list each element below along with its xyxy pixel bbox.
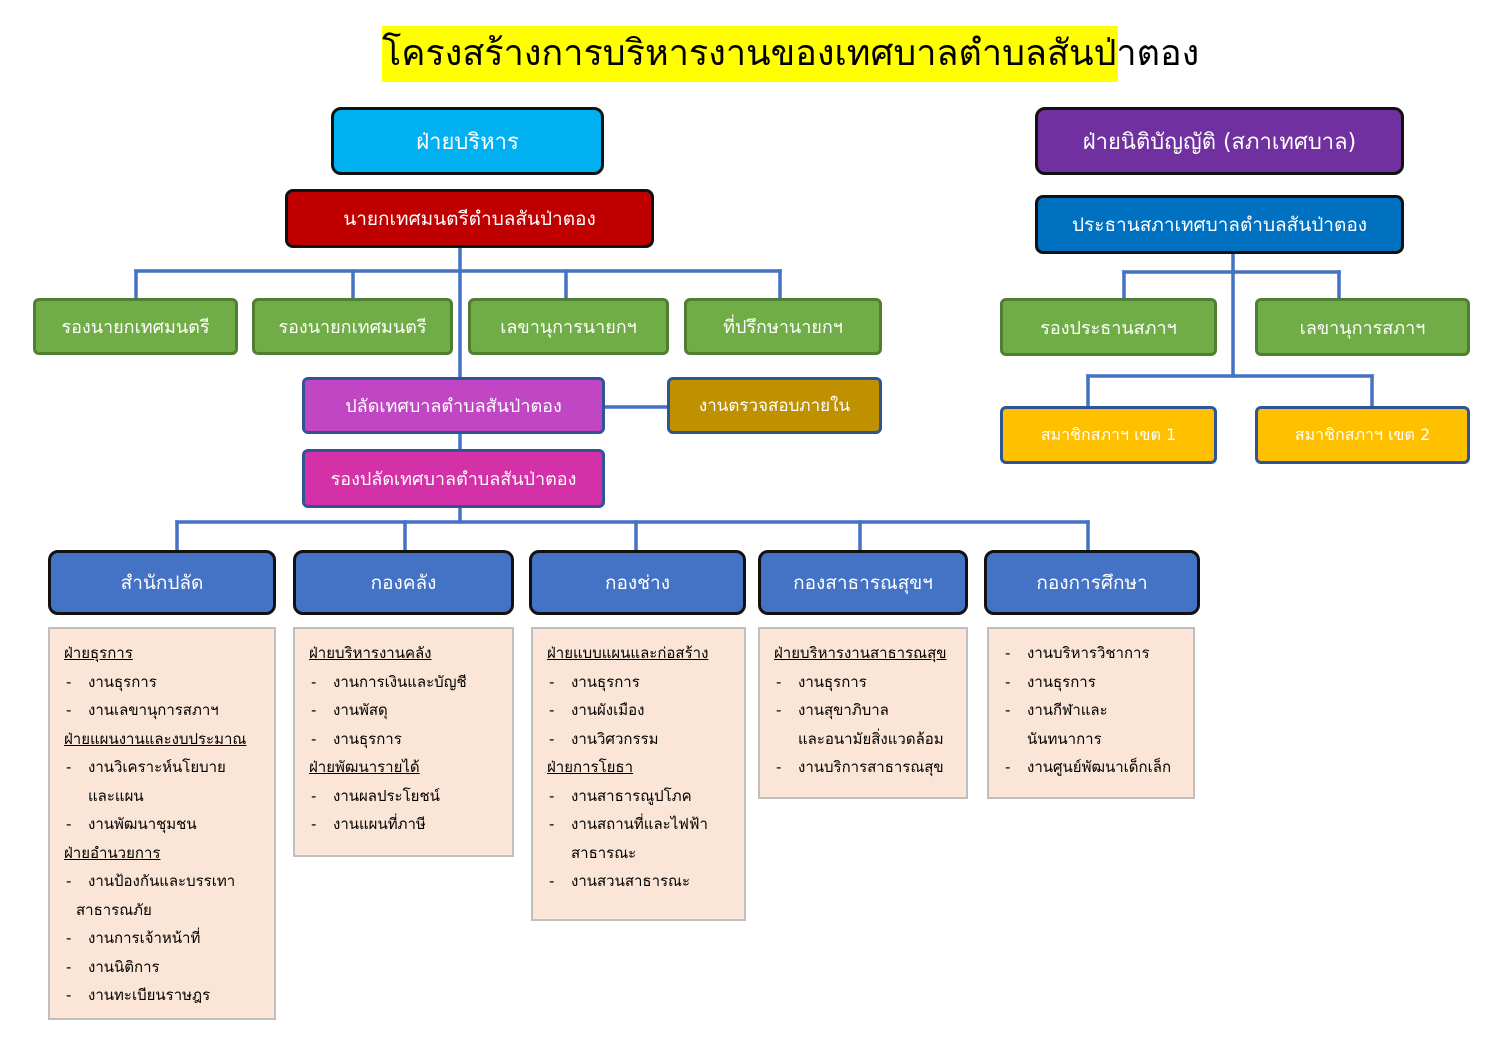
duty-item: งานบริหารวิชาการ	[1003, 639, 1183, 668]
municipal-clerk-box: ปลัดเทศบาลตำบลสันป่าตอง	[302, 377, 605, 434]
duty-item: งานบริการสาธารณสุข	[774, 753, 956, 782]
finance-duties-panel: ฝ่ายบริหารงานคลังงานการเงินและบัญชีงานพั…	[293, 627, 514, 857]
section-heading: ฝ่ายแบบแผนและก่อสร้าง	[547, 644, 709, 662]
duty-item: งานธุรการ	[1003, 668, 1183, 697]
duty-item: งานธุรการ	[547, 668, 734, 697]
division-public-health: กองสาธารณสุขฯ	[758, 550, 968, 615]
duty-item-continuation: และอนามัยสิ่งแวดล้อม	[798, 729, 944, 748]
deputy-mayor-2-box: รองนายกเทศมนตรี	[252, 298, 453, 355]
mayor-advisor-box: ที่ปรึกษานายกฯ	[684, 298, 882, 355]
section-heading: ฝ่ายแผนงานและงบประมาณ	[64, 729, 247, 748]
member-branch-drops	[1086, 374, 1374, 410]
duty-item: งานผังเมือง	[547, 696, 734, 725]
section-heading: ฝ่ายพัฒนารายได้	[309, 758, 420, 776]
duty-item: งานธุรการ	[774, 668, 956, 697]
section-heading: ฝ่ายอำนวยการ	[64, 843, 161, 862]
council-member-zone-2-box: สมาชิกสภาฯ เขต 2	[1255, 406, 1470, 464]
duty-item-continuation: สาธารณะ	[571, 843, 637, 862]
division-engineering: กองช่าง	[529, 550, 746, 615]
executive-header: ฝ่ายบริหาร	[331, 107, 604, 175]
duty-item: งานผลประโยชน์	[309, 782, 502, 811]
duty-item: งานทะเบียนราษฎร	[64, 981, 264, 1010]
council-vice-chairman-box: รองประธานสภาฯ	[1000, 298, 1217, 356]
duty-item: งานแผนที่ภาษี	[309, 810, 502, 839]
council-chairman-box: ประธานสภาเทศบาลตำบลสันป่าตอง	[1035, 195, 1404, 254]
division-drops	[175, 520, 1090, 554]
duty-item-continuation: และแผน	[88, 786, 144, 805]
duty-item: งานสุขาภิบาล	[774, 696, 956, 725]
division-office-of-clerk: สำนักปลัด	[48, 550, 276, 615]
legislative-header: ฝ่ายนิติบัญญัติ (สภาเทศบาล)	[1035, 107, 1404, 175]
duty-item: งานธุรการ	[309, 725, 502, 754]
duty-item: งานการเงินและบัญชี	[309, 668, 502, 697]
division-education: กองการศึกษา	[984, 550, 1200, 615]
public-health-duties-panel: ฝ่ายบริหารงานสาธารณสุขงานธุรการงานสุขาภิ…	[758, 627, 968, 799]
engineering-duties-panel: ฝ่ายแบบแผนและก่อสร้างงานธุรการงานผังเมือ…	[531, 627, 746, 921]
duty-item: งานกีฬาและ	[1003, 696, 1183, 725]
office-of-clerk-duties-panel: ฝ่ายธุรการงานธุรการงานเลขานุการสภาฯฝ่ายแ…	[48, 627, 276, 1020]
duty-item: งานเลขานุการสภาฯ	[64, 696, 264, 725]
duty-item: งานนิติการ	[64, 953, 264, 982]
duty-item: งานการเจ้าหน้าที่	[64, 924, 264, 953]
duty-item-continuation: นันทนาการ	[1027, 729, 1102, 748]
internal-audit-box: งานตรวจสอบภายใน	[667, 377, 882, 434]
duty-item: งานป้องกันและบรรเทา	[64, 867, 264, 896]
chairman-branch-drops	[1122, 270, 1341, 302]
mayor-branch-drops	[134, 269, 782, 302]
duty-item: งานพัสดุ	[309, 696, 502, 725]
duty-item: งานสาธารณูปโภค	[547, 782, 734, 811]
section-heading: ฝ่ายบริหารงานสาธารณสุข	[774, 644, 947, 662]
duty-item: งานวิเคราะห์นโยบาย	[64, 753, 264, 782]
education-duties-panel: งานบริหารวิชาการงานธุรการงานกีฬาและนันทน…	[987, 627, 1195, 799]
mayor-secretary-box: เลขานุการนายกฯ	[468, 298, 669, 355]
duty-item: งานวิศวกรรม	[547, 725, 734, 754]
deputy-mayor-1-box: รองนายกเทศมนตรี	[33, 298, 238, 355]
page-title: โครงสร้างการบริหารงานของเทศบาลตำบลสันป่า…	[382, 26, 1199, 82]
section-heading: ฝ่ายการโยธา	[547, 758, 633, 776]
mayor-box: นายกเทศมนตรีตำบลสันป่าตอง	[285, 189, 654, 248]
duty-item: งานสถานที่และไฟฟ้า	[547, 810, 734, 839]
section-heading: ฝ่ายบริหารงานคลัง	[309, 644, 432, 662]
duty-item: งานธุรการ	[64, 668, 264, 697]
council-secretary-box: เลขานุการสภาฯ	[1255, 298, 1470, 356]
council-member-zone-1-box: สมาชิกสภาฯ เขต 1	[1000, 406, 1217, 464]
duty-item: งานศูนย์พัฒนาเด็กเล็ก	[1003, 753, 1183, 782]
duty-item: งานสวนสาธารณะ	[547, 867, 734, 896]
section-heading: ฝ่ายธุรการ	[64, 644, 133, 662]
division-finance: กองคลัง	[293, 550, 514, 615]
duty-item-continuation: สาธารณภัย	[76, 900, 152, 919]
duty-item: งานพัฒนาชุมชน	[64, 810, 264, 839]
deputy-clerk-box: รองปลัดเทศบาลตำบลสันป่าตอง	[302, 449, 605, 508]
